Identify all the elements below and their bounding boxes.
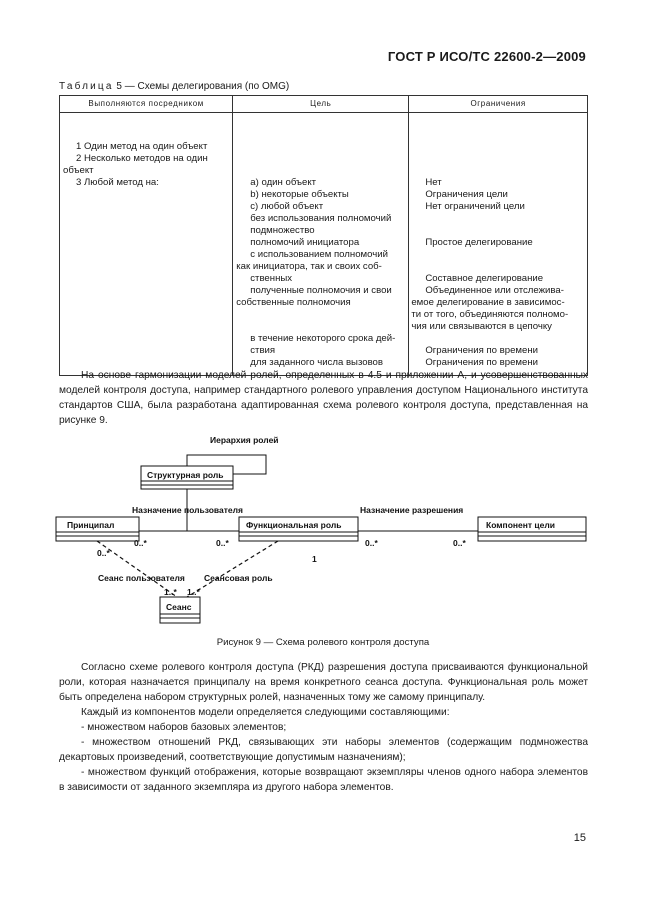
user-assignment-label: Назначение пользователя [132,505,243,515]
table-line: как инициатора, так и своих соб- [236,261,382,272]
multiplicity-label: 0..* [216,538,229,548]
table-line: полученные полномочия и свои [250,285,392,296]
table-line: Простое делегирование [425,237,533,248]
delegation-table: Выполняются посредником Цель Ограничения… [58,95,588,376]
table-cell-performed: 1 Один метод на один объект 2 Несколько … [58,112,234,376]
table-line: Объединенное или отслежива- [425,285,564,296]
body-text: Согласно схеме ролевого контроля доступа… [59,662,588,703]
body-text: Каждый из компонентов модели определяетс… [81,707,450,718]
table-line: c) любой объект [250,201,324,212]
table-line: 1 Один метод на один объект [76,141,208,152]
table-cell-restrictions: Нет Ограничения цели Нет ограничений цел… [408,112,588,376]
table-line: без использования полномочий [250,213,392,224]
table-line: ствия [250,345,276,356]
table-line: ти от того, объединяются полномо- [411,309,569,320]
table-line: Ограничения цели [425,189,508,200]
multiplicity-label: 0..* [134,538,147,548]
session-label: Сеанс [166,602,192,612]
table-line: объект [63,165,94,176]
role-hierarchy-label: Иерархия ролей [210,435,279,445]
table-line: подмножество [250,225,315,236]
column-header-restrictions: Ограничения [408,95,588,113]
target-component-label: Компонент цели [486,520,555,530]
table-row: 1 Один метод на один объект 2 Несколько … [58,112,588,376]
table-line: собственные полномочия [236,297,351,308]
multiplicity-label: 1..* [187,587,200,597]
functional-role-label: Функциональная роль [246,520,341,530]
intro-text: На основе гармонизации моделей ролей, оп… [59,370,588,426]
multiplicity-label: 1 [312,554,317,564]
table-line: для заданного числа вызовов [250,357,383,368]
table-line: в течение некоторого срока дей- [250,333,396,344]
structural-role-label: Структурная роль [147,470,224,480]
session-role-link [186,540,279,598]
table-header-row: Выполняются посредником Цель Ограничения [58,95,588,113]
list-item: - множеством функций отображения, которы… [59,767,588,793]
list-item: - множеством отношений РКД, связывающих … [59,737,588,763]
table-caption-title: 5 — Схемы делегирования (по OMG) [116,81,290,92]
table-caption-word: Таблица [59,81,114,92]
role-hierarchy-loop [186,454,267,475]
session-box [159,596,201,624]
table-line: Ограничения по времени [425,357,539,368]
table-line: ственных [250,273,293,284]
multiplicity-label: 0..* [453,538,466,548]
page-number: 15 [573,832,586,844]
column-header-target: Цель [232,95,410,113]
table-cell-target: a) один объект b) некоторые объекты c) л… [232,112,410,376]
document-id: ГОСТ Р ИСО/ТС 22600-2—2009 [387,49,586,64]
table-line: Нет ограничений цели [425,201,525,212]
table-line: 3 Любой метод на: [76,177,159,188]
table-line: чия или связываются в цепочку [411,321,552,332]
table-line: Ограничения по времени [425,345,539,356]
session-role-label: Сеансовая роль [204,573,273,583]
target-component-box [477,516,587,542]
user-session-link [96,540,178,598]
table-line: 2 Несколько методов на один [76,153,208,164]
table-line: a) один объект [250,177,317,188]
table-line: Нет [425,177,442,188]
principal-label: Принципал [67,520,114,530]
multiplicity-label: 0..* [97,548,110,558]
table-line: с использованием полномочий [250,249,388,260]
table-line: Составное делегирование [425,273,544,284]
functional-role-box [238,516,359,542]
body-paragraphs: Согласно схеме ролевого контроля доступа… [59,660,588,795]
intro-paragraph: На основе гармонизации моделей ролей, оп… [59,368,588,428]
multiplicity-label: 1..* [164,587,177,597]
permission-assignment-label: Назначение разрешения [360,505,463,515]
table-caption: Таблица 5 — Схемы делегирования (по OMG) [59,81,289,92]
table-line: емое делегирование в зависимос- [411,297,565,308]
list-item: - множеством наборов базовых элементов; [81,722,287,733]
multiplicity-label: 0..* [365,538,378,548]
table-line: b) некоторые объекты [250,189,349,200]
table-line: полномочий инициатора [250,237,360,248]
column-header-performed: Выполняются посредником [58,95,234,113]
user-session-label: Сеанс пользователя [98,573,185,583]
figure-caption: Рисунок 9 — Схема ролевого контроля дост… [216,637,430,648]
